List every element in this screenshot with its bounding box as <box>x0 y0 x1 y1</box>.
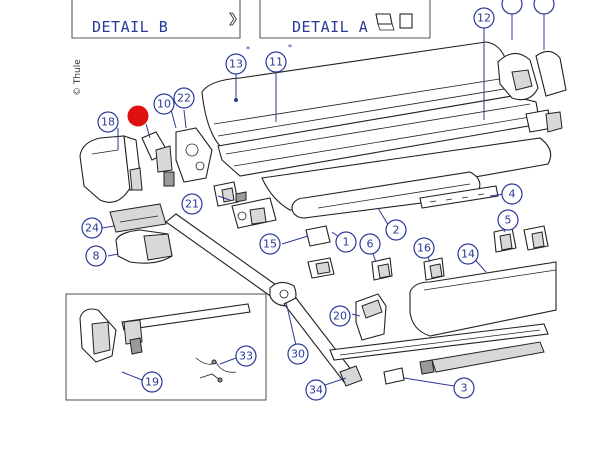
svg-text:❯: ❯ <box>228 11 238 25</box>
svg-text:*: * <box>246 45 250 54</box>
callout-11[interactable]: 11 * <box>265 43 292 73</box>
callout-5[interactable]: 5 <box>497 209 519 231</box>
svg-text:3: 3 <box>461 382 468 395</box>
left-housing <box>79 135 143 203</box>
rail-strip <box>419 185 499 209</box>
detail-inset <box>65 293 267 401</box>
callout-12[interactable]: 12 <box>473 7 495 29</box>
callout-14[interactable]: 14 <box>457 243 479 265</box>
svg-text:4: 4 <box>509 188 516 201</box>
detail-a-label: DETAIL A <box>292 18 368 36</box>
svg-text:20: 20 <box>333 310 347 323</box>
right-end-cap-assembly <box>497 50 567 133</box>
svg-text:11: 11 <box>269 56 283 69</box>
support-arm <box>165 213 363 387</box>
callout-highlight[interactable] <box>127 105 149 127</box>
svg-text:10: 10 <box>157 98 171 111</box>
svg-text:33: 33 <box>239 350 253 363</box>
svg-text:6: 6 <box>367 238 374 251</box>
detail-a-box: DETAIL A <box>259 0 431 39</box>
callout-24[interactable]: 24 <box>81 217 103 239</box>
callout-20[interactable]: 20 <box>329 305 351 327</box>
arm-base-assembly <box>109 203 173 264</box>
callouts: 13 * 11 * 12 18 22 10 <box>81 0 555 401</box>
telescopic-rail <box>329 323 549 385</box>
detail-b-label: DETAIL B <box>92 18 168 36</box>
callout-8[interactable]: 8 <box>85 245 107 267</box>
svg-text:1: 1 <box>343 236 350 249</box>
callout-top-right-1[interactable] <box>501 0 523 15</box>
svg-text:22: 22 <box>177 92 191 105</box>
svg-text:13: 13 <box>229 58 243 71</box>
svg-text:24: 24 <box>85 222 99 235</box>
callout-6[interactable]: 6 <box>359 233 381 255</box>
svg-text:2: 2 <box>393 224 400 237</box>
svg-text:19: 19 <box>145 376 159 389</box>
svg-text:14: 14 <box>461 248 475 261</box>
callout-4[interactable]: 4 <box>501 183 523 205</box>
small-plates <box>305 225 335 279</box>
svg-text:21: 21 <box>185 198 199 211</box>
callout-10[interactable]: 10 <box>153 93 175 115</box>
coupling-part <box>213 181 247 207</box>
svg-text:18: 18 <box>101 116 115 129</box>
callout-15[interactable]: 15 <box>259 233 281 255</box>
callout-18[interactable]: 18 <box>97 111 119 133</box>
end-brackets-small <box>371 257 445 281</box>
motor-assembly <box>141 131 175 187</box>
callout-3[interactable]: 3 <box>453 377 475 399</box>
callout-34[interactable]: 34 <box>305 379 327 401</box>
callout-16[interactable]: 16 <box>413 237 435 259</box>
callout-33[interactable]: 33 <box>235 345 257 367</box>
angle-bracket <box>355 293 387 341</box>
callout-1[interactable]: 1 <box>335 231 357 253</box>
callout-21[interactable]: 21 <box>181 193 203 215</box>
svg-text:8: 8 <box>93 250 100 263</box>
svg-text:15: 15 <box>263 238 277 251</box>
callout-2[interactable]: 2 <box>385 219 407 241</box>
svg-text:12: 12 <box>477 12 491 25</box>
svg-text:34: 34 <box>309 384 323 397</box>
end-caps-right <box>493 225 549 253</box>
copyright-text: © Thule <box>73 59 83 96</box>
callout-top-right-2[interactable] <box>533 0 555 15</box>
callout-19[interactable]: 19 <box>141 371 163 393</box>
svg-text:16: 16 <box>417 242 431 255</box>
gear-unit <box>231 197 277 229</box>
callout-13[interactable]: 13 * <box>225 45 250 75</box>
svg-text:30: 30 <box>291 348 305 361</box>
bracket-plate <box>175 127 213 183</box>
detail-b-box: DETAIL B ❯ <box>71 0 241 39</box>
lower-cover <box>409 261 557 337</box>
svg-text:5: 5 <box>505 214 512 227</box>
svg-text:*: * <box>288 43 292 52</box>
callout-22[interactable]: 22 <box>173 87 195 109</box>
callout-30[interactable]: 30 <box>287 343 309 365</box>
